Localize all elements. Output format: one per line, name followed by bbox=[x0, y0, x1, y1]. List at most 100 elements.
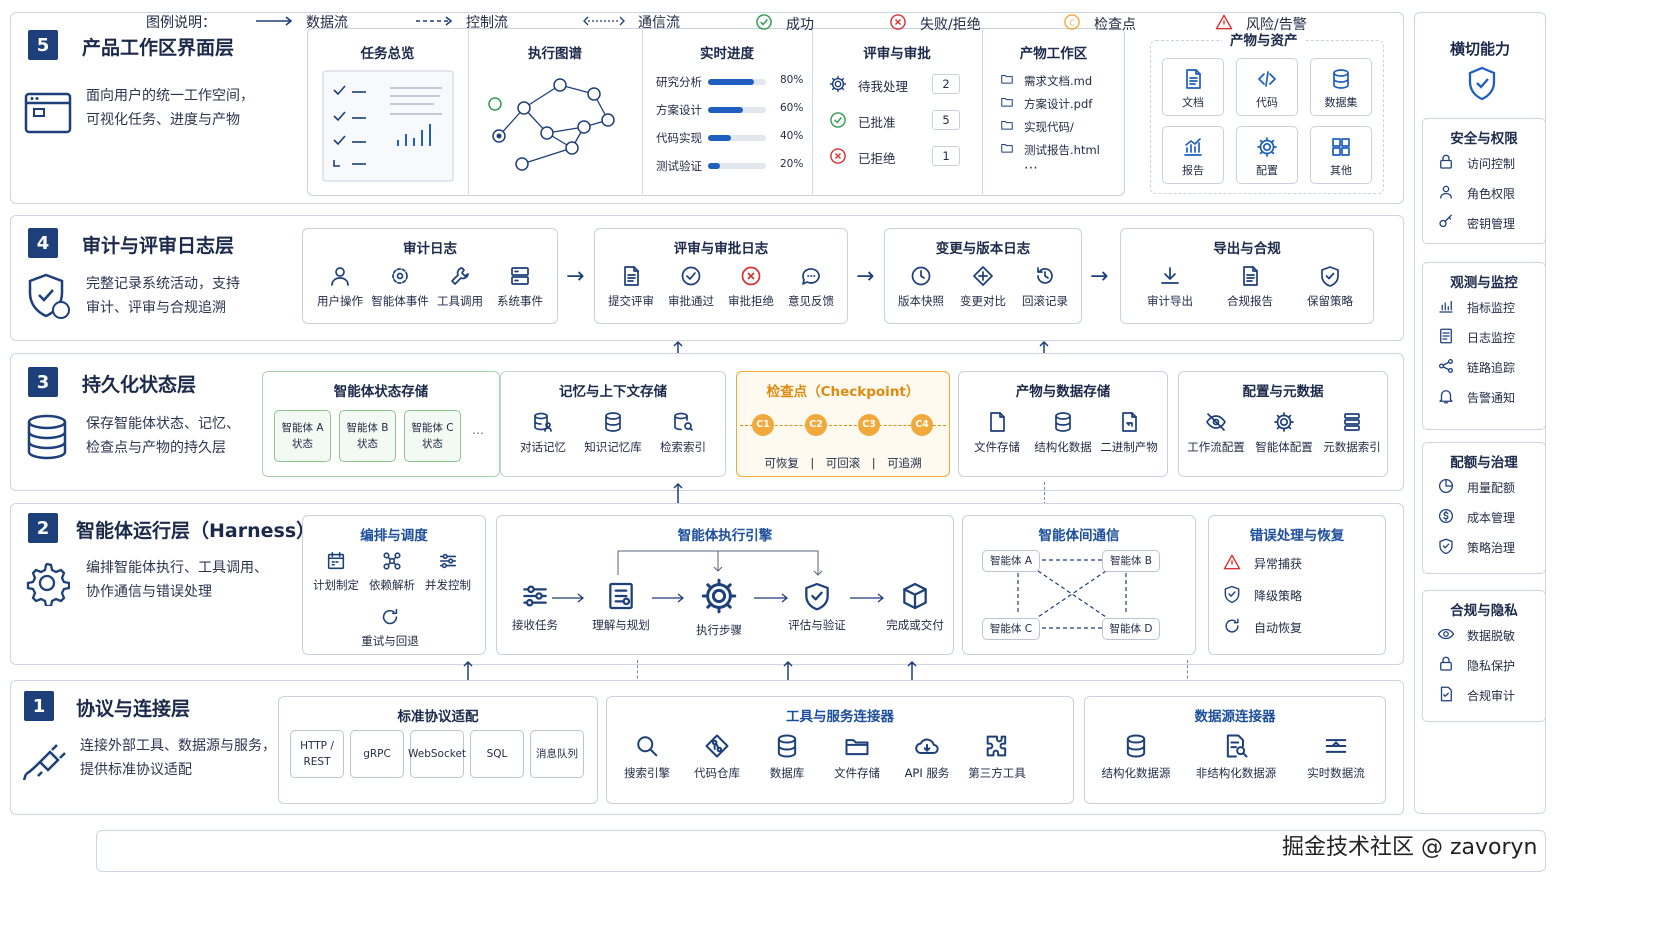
progress-title[interactable]: 实时进度 bbox=[700, 46, 754, 62]
tool-connector[interactable]: 数据库 bbox=[752, 732, 822, 781]
protocol-chip[interactable]: 消息队列 bbox=[530, 730, 584, 778]
comm-links bbox=[1017, 559, 1127, 629]
crosscut-label: 指标监控 bbox=[1467, 301, 1516, 315]
legend-comm-flow: 通信流 bbox=[582, 12, 680, 32]
crosscut-item[interactable]: 日志监控 bbox=[1437, 327, 1515, 348]
asset-tile[interactable]: 配置 bbox=[1236, 126, 1298, 184]
l3-artifact-item[interactable]: 文件存储 bbox=[964, 410, 1030, 455]
error-item[interactable]: 异常捕获 bbox=[1222, 552, 1302, 575]
tool-connector[interactable]: 搜索引擎 bbox=[612, 732, 682, 781]
tool-connector[interactable]: 文件存储 bbox=[822, 732, 892, 781]
orchestration-item[interactable]: 重试与回退 bbox=[360, 606, 420, 649]
crosscut-item[interactable]: 隐私保护 bbox=[1437, 655, 1515, 676]
crosscut-item[interactable]: 指标监控 bbox=[1437, 297, 1515, 318]
protocol-chip[interactable]: SQL bbox=[470, 730, 524, 778]
flow-arrow: → bbox=[566, 264, 585, 289]
l3-memory-item[interactable]: 对话记忆 bbox=[508, 410, 578, 455]
l3-config-item[interactable]: 智能体配置 bbox=[1250, 410, 1318, 455]
l3-artifact-item[interactable]: 二进制产物 bbox=[1096, 410, 1162, 455]
l4-review-item[interactable]: 审批拒绝 bbox=[721, 264, 781, 309]
asset-tile[interactable]: 数据集 bbox=[1310, 58, 1372, 116]
data-connector[interactable]: 实时数据流 bbox=[1290, 732, 1382, 781]
asset-tile[interactable]: 其他 bbox=[1310, 126, 1372, 184]
l4-change-item[interactable]: 变更对比 bbox=[952, 264, 1014, 309]
orchestration-item[interactable]: 依赖解析 bbox=[362, 550, 422, 593]
task-overview-title[interactable]: 任务总览 bbox=[360, 46, 415, 62]
protocol-chip[interactable]: WebSocket bbox=[408, 730, 466, 778]
l4-change-item[interactable]: 版本快照 bbox=[890, 264, 952, 309]
l4-export-item[interactable]: 审计导出 bbox=[1130, 264, 1210, 309]
asset-tile[interactable]: 报告 bbox=[1162, 126, 1224, 184]
exec-graph-title[interactable]: 执行图谱 bbox=[528, 46, 582, 62]
l3-memory-item[interactable]: 检索索引 bbox=[648, 410, 718, 455]
protocol-chip[interactable]: HTTP / REST bbox=[290, 730, 344, 778]
crosscut-item[interactable]: 密钥管理 bbox=[1437, 213, 1515, 234]
orchestration-item-label: 重试与回退 bbox=[361, 634, 419, 648]
crosscut-item[interactable]: 访问控制 bbox=[1437, 153, 1515, 174]
legend-data-flow: 数据流 bbox=[254, 12, 348, 32]
engine-step[interactable]: 评估与验证 bbox=[782, 580, 852, 633]
layer-2-desc-1: 编排智能体执行、工具调用、 bbox=[86, 560, 268, 576]
asset-tile[interactable]: 文档 bbox=[1162, 58, 1224, 116]
orchestration-item[interactable]: 计划制定 bbox=[306, 550, 366, 593]
tool-connector[interactable]: 代码仓库 bbox=[682, 732, 752, 781]
artifact-workspace-title[interactable]: 产物工作区 bbox=[1019, 46, 1088, 62]
engine-step[interactable]: 完成或交付 bbox=[880, 580, 950, 633]
asset-tile[interactable]: 代码 bbox=[1236, 58, 1298, 116]
comm-agent[interactable]: 智能体 C bbox=[982, 618, 1040, 640]
crosscut-item[interactable]: 告警通知 bbox=[1437, 387, 1515, 408]
l3-config-item[interactable]: 元数据索引 bbox=[1318, 410, 1386, 455]
engine-step[interactable]: 执行步骤 bbox=[684, 575, 754, 638]
data-connector[interactable]: 结构化数据源 bbox=[1090, 732, 1182, 781]
file-item[interactable]: 需求文档.md bbox=[1000, 72, 1092, 89]
engine-step[interactable]: 接收任务 bbox=[500, 580, 570, 633]
error-item[interactable]: 自动恢复 bbox=[1222, 616, 1302, 639]
comm-agent[interactable]: 智能体 B bbox=[1102, 550, 1160, 572]
file-item[interactable]: 方案设计.pdf bbox=[1000, 95, 1092, 112]
tool-connector[interactable]: 第三方工具 bbox=[962, 732, 1032, 781]
l4-review-item[interactable]: 审批通过 bbox=[661, 264, 721, 309]
checkpoint-node[interactable]: C4 bbox=[911, 414, 933, 436]
checkpoint-node[interactable]: C1 bbox=[752, 414, 774, 436]
l3-memory-item[interactable]: 知识记忆库 bbox=[578, 410, 648, 455]
orchestration-item[interactable]: 并发控制 bbox=[418, 550, 478, 593]
l4-change-item[interactable]: 回滚记录 bbox=[1014, 264, 1076, 309]
file-item[interactable]: 实现代码/ bbox=[1000, 118, 1074, 135]
checkpoint-node[interactable]: C3 bbox=[858, 414, 880, 436]
crosscut-item[interactable]: 数据脱敏 bbox=[1437, 625, 1515, 646]
file-item[interactable]: 测试报告.html bbox=[1000, 141, 1100, 158]
l4-review-item[interactable]: 提交评审 bbox=[601, 264, 661, 309]
l4-audit-item[interactable]: 智能体事件 bbox=[370, 264, 430, 309]
crosscut-item[interactable]: 角色权限 bbox=[1437, 183, 1515, 204]
l4-audit-item[interactable]: 工具调用 bbox=[430, 264, 490, 309]
l4-review-item[interactable]: 意见反馈 bbox=[781, 264, 841, 309]
crosscut-item[interactable]: 用量配额 bbox=[1437, 477, 1515, 498]
crosscut-item[interactable]: 链路追踪 bbox=[1437, 357, 1515, 378]
tool-connector[interactable]: API 服务 bbox=[892, 732, 962, 781]
comm-agent[interactable]: 智能体 A bbox=[982, 550, 1040, 572]
checkpoint-node[interactable]: C2 bbox=[805, 414, 827, 436]
review-title[interactable]: 评审与审批 bbox=[863, 46, 931, 62]
protocol-chip[interactable]: gRPC bbox=[350, 730, 404, 778]
data-connector[interactable]: 非结构化数据源 bbox=[1190, 732, 1282, 781]
comm-agent[interactable]: 智能体 D bbox=[1102, 618, 1160, 640]
l4-export-item[interactable]: 合规报告 bbox=[1210, 264, 1290, 309]
l3-artifact-item[interactable]: 结构化数据 bbox=[1030, 410, 1096, 455]
error-item[interactable]: 降级策略 bbox=[1222, 584, 1302, 607]
l4-audit-item[interactable]: 系统事件 bbox=[490, 264, 550, 309]
crosscut-item[interactable]: 合规审计 bbox=[1437, 685, 1515, 706]
engine-step[interactable]: 理解与规划 bbox=[586, 580, 656, 633]
watermark: 掘金技术社区 @ zavoryn bbox=[1282, 835, 1538, 860]
crosscut-item[interactable]: 策略治理 bbox=[1437, 537, 1515, 558]
control-flow-icon bbox=[414, 14, 454, 30]
l4-audit-item[interactable]: 用户操作 bbox=[310, 264, 370, 309]
l3-config-item[interactable]: 工作流配置 bbox=[1182, 410, 1250, 455]
l4-export-item[interactable]: 保留策略 bbox=[1290, 264, 1370, 309]
crosscut-item[interactable]: 成本管理 bbox=[1437, 507, 1515, 528]
